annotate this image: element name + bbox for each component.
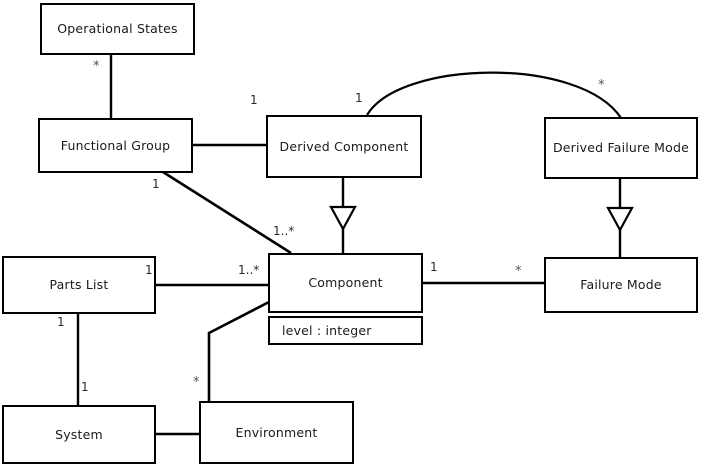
class-box-derived-failure-mode[interactable]: Derived Failure Mode (544, 117, 698, 179)
multiplicity-parts-list-system: 1 (57, 315, 65, 329)
multiplicity-system-parts-list: 1 (81, 380, 89, 394)
class-name-parts-list: Parts List (49, 277, 109, 293)
multiplicity-arc-derived-failure-mode: * (598, 78, 605, 93)
connector-derived-component-derived-failure-mode (366, 71, 622, 119)
class-box-failure-mode[interactable]: Failure Mode (544, 257, 698, 313)
multiplicity-component-failure-mode: 1 (430, 260, 438, 274)
class-box-system[interactable]: System (2, 405, 156, 464)
class-name-derived-failure-mode: Derived Failure Mode (552, 140, 690, 156)
multiplicity-component-parts-list: 1..* (238, 263, 260, 277)
class-name-system: System (55, 426, 103, 442)
hollow-triangle-icon (329, 205, 357, 232)
attribute-level: level : integer (282, 323, 372, 338)
class-box-operational-states[interactable]: Operational States (40, 3, 195, 55)
multiplicity-functional-group-component: 1 (152, 177, 160, 191)
class-name-failure-mode: Failure Mode (580, 277, 662, 293)
multiplicity-derived-component-arc: 1 (355, 91, 363, 105)
multiplicity-operational-states-functional-group: * (93, 59, 100, 74)
class-box-parts-list[interactable]: Parts List (2, 256, 156, 314)
multiplicity-component-functional-group: 1..* (273, 224, 295, 238)
class-box-component[interactable]: Component (268, 253, 423, 313)
multiplicity-failure-mode-component: * (515, 264, 522, 279)
connector-functional-group-component (162, 170, 292, 255)
class-name-component: Component (308, 275, 383, 291)
multiplicity-environment-component: * (193, 375, 200, 390)
class-name-operational-states: Operational States (57, 21, 178, 37)
class-box-functional-group[interactable]: Functional Group (38, 118, 193, 173)
class-attributes-component: level : integer (268, 316, 423, 345)
multiplicity-parts-list-component: 1 (145, 263, 153, 277)
connector-environment-component (207, 300, 270, 401)
class-name-derived-component: Derived Component (279, 138, 409, 154)
hollow-triangle-icon (606, 206, 634, 233)
class-box-environment[interactable]: Environment (199, 401, 354, 464)
class-name-environment: Environment (235, 424, 318, 440)
class-box-derived-component[interactable]: Derived Component (266, 115, 422, 178)
class-name-functional-group: Functional Group (60, 137, 171, 153)
multiplicity-functional-group-derived-component: 1 (250, 93, 258, 107)
